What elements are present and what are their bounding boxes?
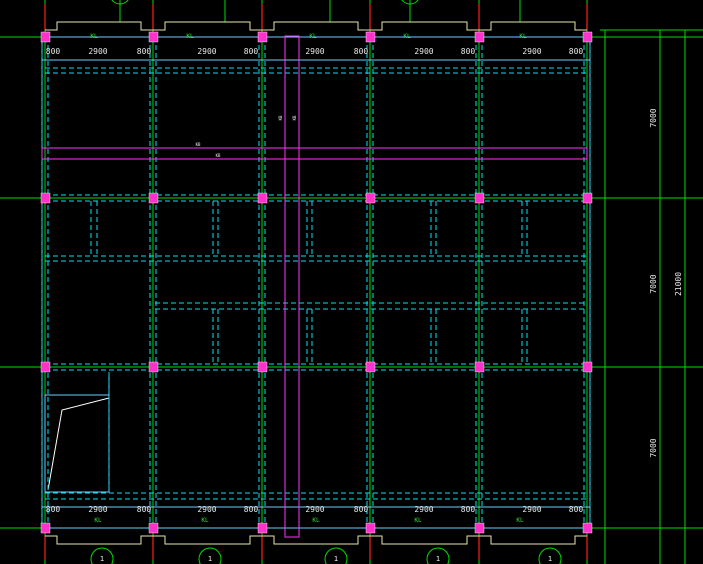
column-icon (148, 522, 159, 534)
dimension-top: 800 (137, 47, 152, 56)
dimension-top: 2900 (88, 47, 107, 56)
dimension-top: 800 (461, 47, 476, 56)
column-icon (148, 192, 159, 204)
column-icon (257, 361, 268, 373)
beam-label-bottom: KL (516, 517, 524, 524)
dimension-right: 7000 (649, 274, 658, 293)
beam-label-top: KL (309, 33, 317, 40)
column-icon (582, 31, 593, 43)
dimension-bottom: 2900 (88, 505, 107, 514)
wall-lines (41, 36, 591, 529)
slab-tag: KB (292, 115, 297, 120)
stair-enclosure (44, 394, 110, 493)
slab-tag: KB (278, 115, 283, 120)
column-icon (257, 522, 268, 534)
column-icon (474, 522, 485, 534)
column-icon (40, 31, 51, 43)
beam-label-top: KL (90, 33, 98, 40)
slab-band-horizontal (41, 147, 588, 160)
dimension-bottom: 800 (46, 505, 61, 514)
column-icon (40, 361, 51, 373)
column-icon (365, 522, 376, 534)
beam-label-bottom: KL (414, 517, 422, 524)
dimension-top: 2900 (414, 47, 433, 56)
beam-label-top: KL (403, 33, 411, 40)
axis-bubble-icon (538, 547, 562, 564)
beam-label-bottom: KL (201, 517, 209, 524)
stair-flight (47, 397, 110, 491)
dimension-bottom: 2900 (197, 505, 216, 514)
annotations: 1 1 1 1 1 800 2900 800 2900 800 2900 800 2900 800 2900… (46, 33, 683, 563)
dimension-bottom: 2900 (305, 505, 324, 514)
axis-bubble-icon (324, 547, 348, 564)
dimension-bottom: 2900 (522, 505, 541, 514)
beam-lines (41, 37, 591, 528)
column-icon (365, 361, 376, 373)
slab-tag: KB (196, 142, 201, 147)
slab-band-vertical (284, 35, 300, 538)
slab-band (41, 35, 588, 538)
dimension-top: 800 (46, 47, 61, 56)
column-icon (148, 31, 159, 43)
dimension-top: 2900 (305, 47, 324, 56)
dimension-top: 2900 (197, 47, 216, 56)
axis-bubble-label: 1 (208, 555, 212, 563)
column-icon (40, 522, 51, 534)
axis-bubble-label: 1 (334, 555, 338, 563)
dimension-bottom: 800 (354, 505, 369, 514)
dimension-top: 800 (244, 47, 259, 56)
axis-bubble-icon (198, 547, 222, 564)
dimension-bottom: 800 (569, 505, 584, 514)
column-icon (257, 192, 268, 204)
axis-bubble-label: 1 (436, 555, 440, 563)
dimension-bottom: 2900 (414, 505, 433, 514)
dimension-right: 7000 (649, 438, 658, 457)
slab-tag: KB (216, 153, 221, 158)
bottom-outline-profile (45, 535, 587, 545)
column-icon (365, 192, 376, 204)
axis-bubble-label: 1 (548, 555, 552, 563)
axis-bubble-icon (111, 0, 129, 5)
axis-bubble-icon (426, 547, 450, 564)
column-icon (474, 31, 485, 43)
dimension-bottom: 800 (137, 505, 152, 514)
dimension-bottom: 800 (461, 505, 476, 514)
column-icon (474, 361, 485, 373)
dimension-right: 7000 (649, 108, 658, 127)
column-icon (257, 31, 268, 43)
column-icon (474, 192, 485, 204)
dimension-bottom: 800 (244, 505, 259, 514)
axis-bubble-icon (401, 0, 419, 5)
beam-label-top: KL (186, 33, 194, 40)
dimension-top: 2900 (522, 47, 541, 56)
top-outline-profile (45, 21, 587, 31)
column-icon (40, 192, 51, 204)
column-icon (582, 192, 593, 204)
axis-bubble-label: 1 (100, 555, 104, 563)
dimension-right: 21000 (674, 272, 683, 296)
column-icon (582, 522, 593, 534)
column-icon (148, 361, 159, 373)
column-icon (365, 31, 376, 43)
beam-label-bottom: KL (312, 517, 320, 524)
beam-label-top: KL (519, 33, 527, 40)
axis-bubble-icon (90, 547, 114, 564)
column-icon (582, 361, 593, 373)
dimension-top: 800 (569, 47, 584, 56)
dimension-top: 800 (354, 47, 369, 56)
beam-label-bottom: KL (94, 517, 102, 524)
stair-outline (45, 21, 587, 545)
columns (40, 31, 593, 534)
perimeter-wall (41, 36, 591, 529)
